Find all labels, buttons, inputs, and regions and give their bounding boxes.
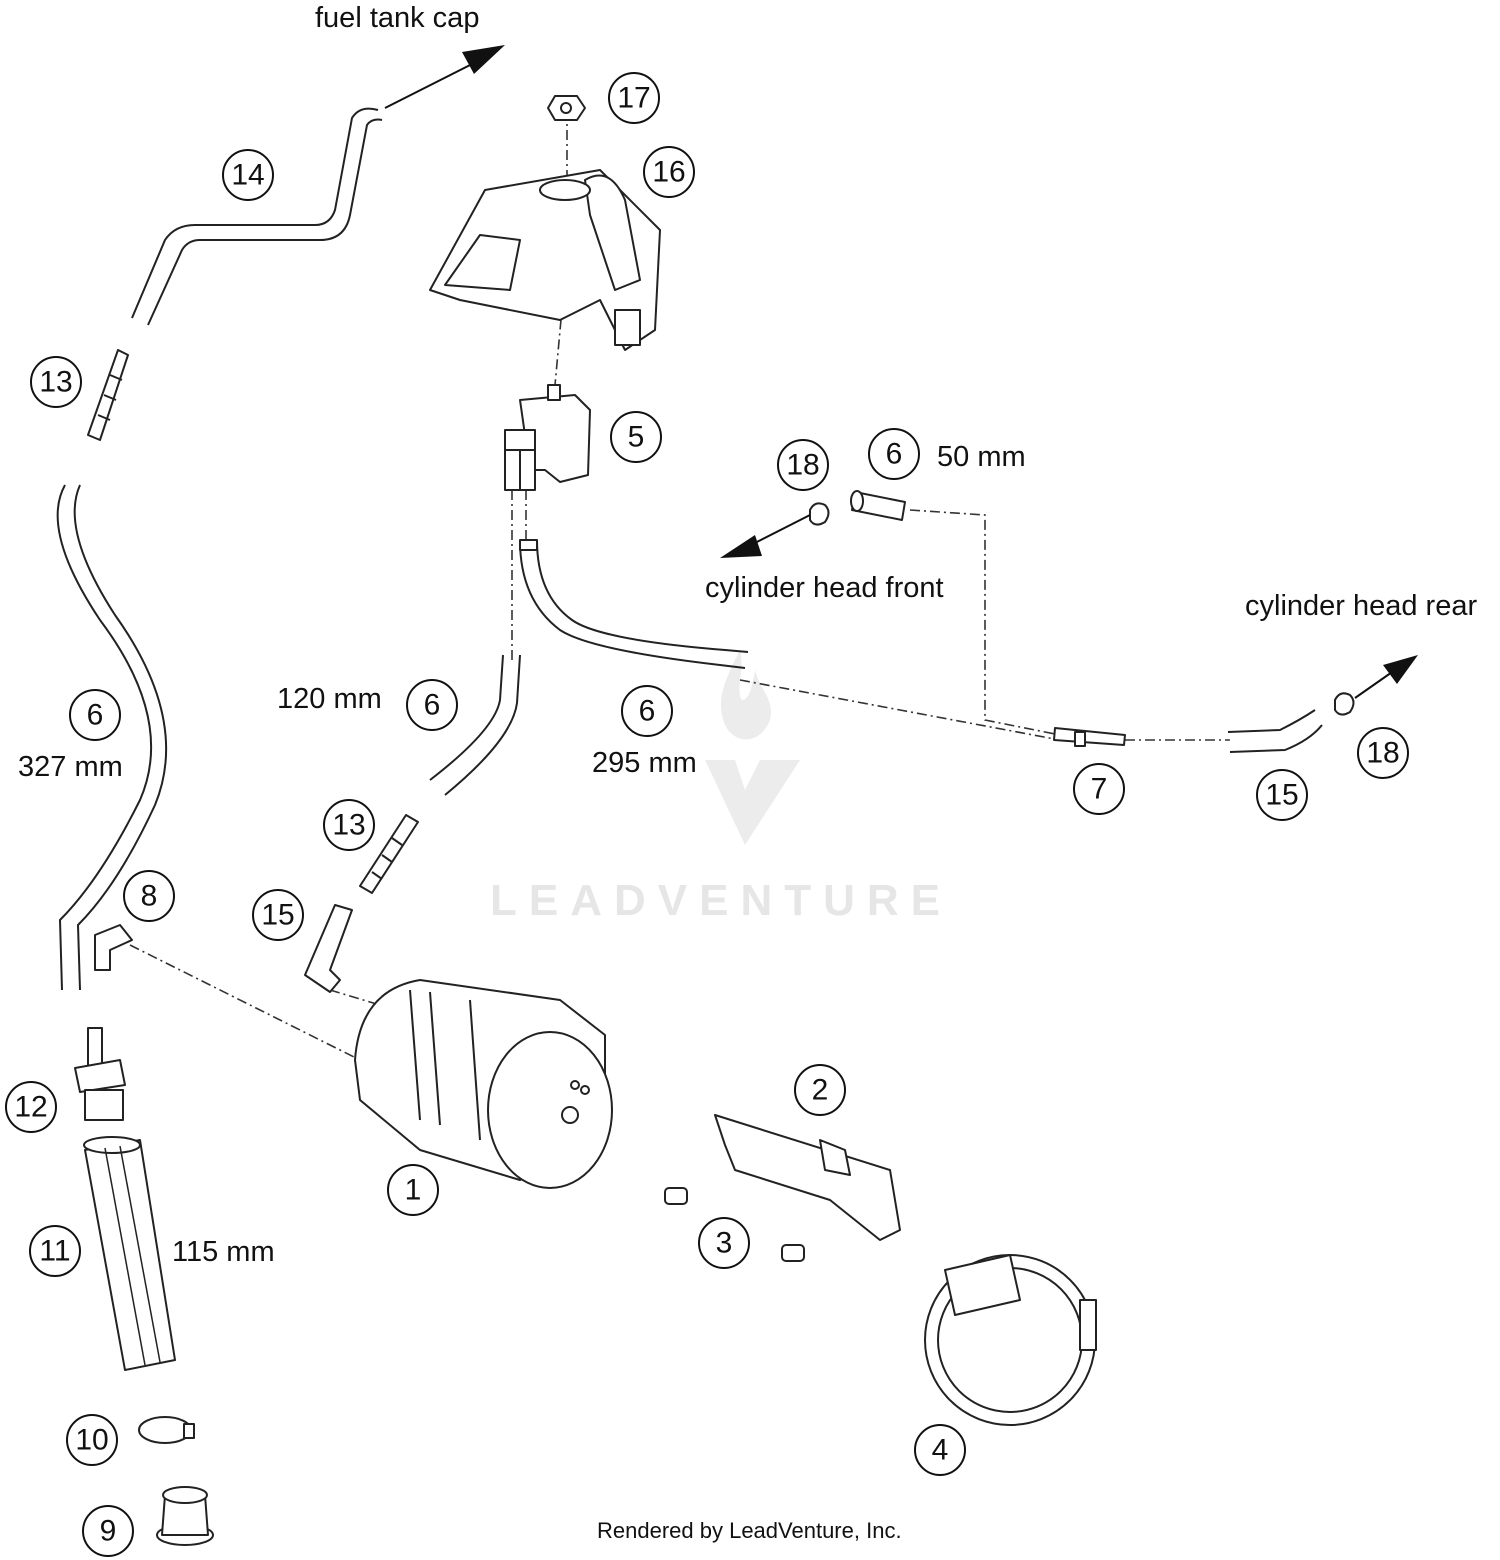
bracket-16 xyxy=(429,169,661,351)
svg-text:10: 10 xyxy=(75,1424,108,1457)
elbow-15-left xyxy=(304,904,353,993)
connector-13-middle xyxy=(359,814,419,894)
svg-text:12: 12 xyxy=(14,1091,47,1124)
hose-11-115mm xyxy=(83,1136,176,1371)
t-connector-7 xyxy=(1053,727,1126,747)
arrow-to-fuel-tank-cap xyxy=(384,45,505,109)
label-fuel-tank-cap: fuel tank cap xyxy=(315,2,479,34)
svg-text:15: 15 xyxy=(1265,779,1298,812)
arrow-to-cylinder-head-rear xyxy=(1354,655,1418,699)
callout-12: 12 xyxy=(5,1081,57,1133)
fitting-12 xyxy=(74,1027,126,1121)
svg-text:18: 18 xyxy=(786,449,819,482)
svg-text:8: 8 xyxy=(141,880,158,913)
arrow-to-cylinder-head-front xyxy=(720,514,811,558)
hose-6-295mm xyxy=(519,539,749,669)
callout-13-middle: 13 xyxy=(323,799,375,851)
svg-text:13: 13 xyxy=(332,809,365,842)
callout-5: 5 xyxy=(610,411,662,463)
callout-3: 3 xyxy=(698,1217,750,1269)
svg-text:6: 6 xyxy=(424,689,441,722)
svg-text:6: 6 xyxy=(886,438,903,471)
callout-6-327mm: 6 xyxy=(69,689,121,741)
clamp-18-rear xyxy=(1334,692,1355,716)
callout-6-120mm: 6 xyxy=(406,679,458,731)
label-length-120mm: 120 mm xyxy=(277,683,382,715)
elbow-8 xyxy=(94,924,133,971)
callout-16: 16 xyxy=(643,146,695,198)
callout-18-rear: 18 xyxy=(1357,727,1409,779)
label-length-50mm: 50 mm xyxy=(937,441,1026,473)
label-length-327mm: 327 mm xyxy=(18,751,123,783)
svg-text:16: 16 xyxy=(652,156,685,189)
screw-3-b xyxy=(781,1244,805,1262)
credit-text: Rendered by LeadVenture, Inc. xyxy=(597,1518,902,1543)
svg-text:11: 11 xyxy=(39,1235,70,1268)
svg-text:3: 3 xyxy=(716,1227,733,1260)
svg-text:15: 15 xyxy=(261,899,294,932)
hose-6-120mm xyxy=(429,654,521,796)
callout-14: 14 xyxy=(222,149,274,201)
connector-13-top xyxy=(87,349,129,441)
callout-2: 2 xyxy=(794,1064,846,1116)
bracket-2 xyxy=(714,1114,901,1241)
callout-4: 4 xyxy=(914,1424,966,1476)
label-length-295mm: 295 mm xyxy=(592,747,697,779)
svg-text:4: 4 xyxy=(932,1434,949,1467)
callout-13-top: 13 xyxy=(30,356,82,408)
svg-text:6: 6 xyxy=(87,699,104,732)
svg-text:1: 1 xyxy=(405,1174,422,1207)
clamp-18-front xyxy=(809,502,830,526)
clamp-10 xyxy=(138,1416,195,1444)
cap-9 xyxy=(156,1486,214,1546)
leader-lines xyxy=(129,110,1230,1061)
callout-6-50mm: 6 xyxy=(868,428,920,480)
callout-1: 1 xyxy=(387,1164,439,1216)
hose-6-327mm xyxy=(56,484,168,991)
callout-17: 17 xyxy=(608,72,660,124)
leadventure-watermark: LEADVENTURE xyxy=(490,650,952,925)
svg-text:17: 17 xyxy=(617,82,650,115)
callout-10: 10 xyxy=(66,1414,118,1466)
hose-14 xyxy=(131,107,383,326)
svg-text:9: 9 xyxy=(100,1515,117,1548)
valve-5 xyxy=(504,384,591,491)
hose-6-50mm xyxy=(850,490,906,521)
hose-15-right xyxy=(1227,709,1323,753)
callout-15-left: 15 xyxy=(252,889,304,941)
label-length-115mm: 115 mm xyxy=(172,1236,275,1268)
callout-18-front: 18 xyxy=(777,439,829,491)
svg-text:14: 14 xyxy=(231,159,264,192)
svg-text:7: 7 xyxy=(1091,773,1108,806)
svg-text:5: 5 xyxy=(628,421,645,454)
callout-6-295mm: 6 xyxy=(621,685,673,737)
watermark-brand: LEADVENTURE xyxy=(490,876,952,925)
svg-text:6: 6 xyxy=(639,695,656,728)
svg-text:18: 18 xyxy=(1366,737,1399,770)
flame-logo-icon xyxy=(705,650,800,845)
label-cylinder-head-rear: cylinder head rear xyxy=(1245,590,1477,622)
callout-11: 11 xyxy=(29,1225,81,1277)
callout-7: 7 xyxy=(1073,763,1125,815)
strap-4 xyxy=(924,1254,1097,1426)
screw-3-a xyxy=(664,1187,688,1205)
label-cylinder-head-front: cylinder head front xyxy=(705,572,944,604)
svg-text:2: 2 xyxy=(812,1074,829,1107)
callout-15-right: 15 xyxy=(1256,769,1308,821)
svg-text:13: 13 xyxy=(39,366,72,399)
nut-17 xyxy=(547,95,586,121)
callout-8: 8 xyxy=(123,870,175,922)
canister-1 xyxy=(354,979,613,1189)
callout-9: 9 xyxy=(82,1505,134,1557)
